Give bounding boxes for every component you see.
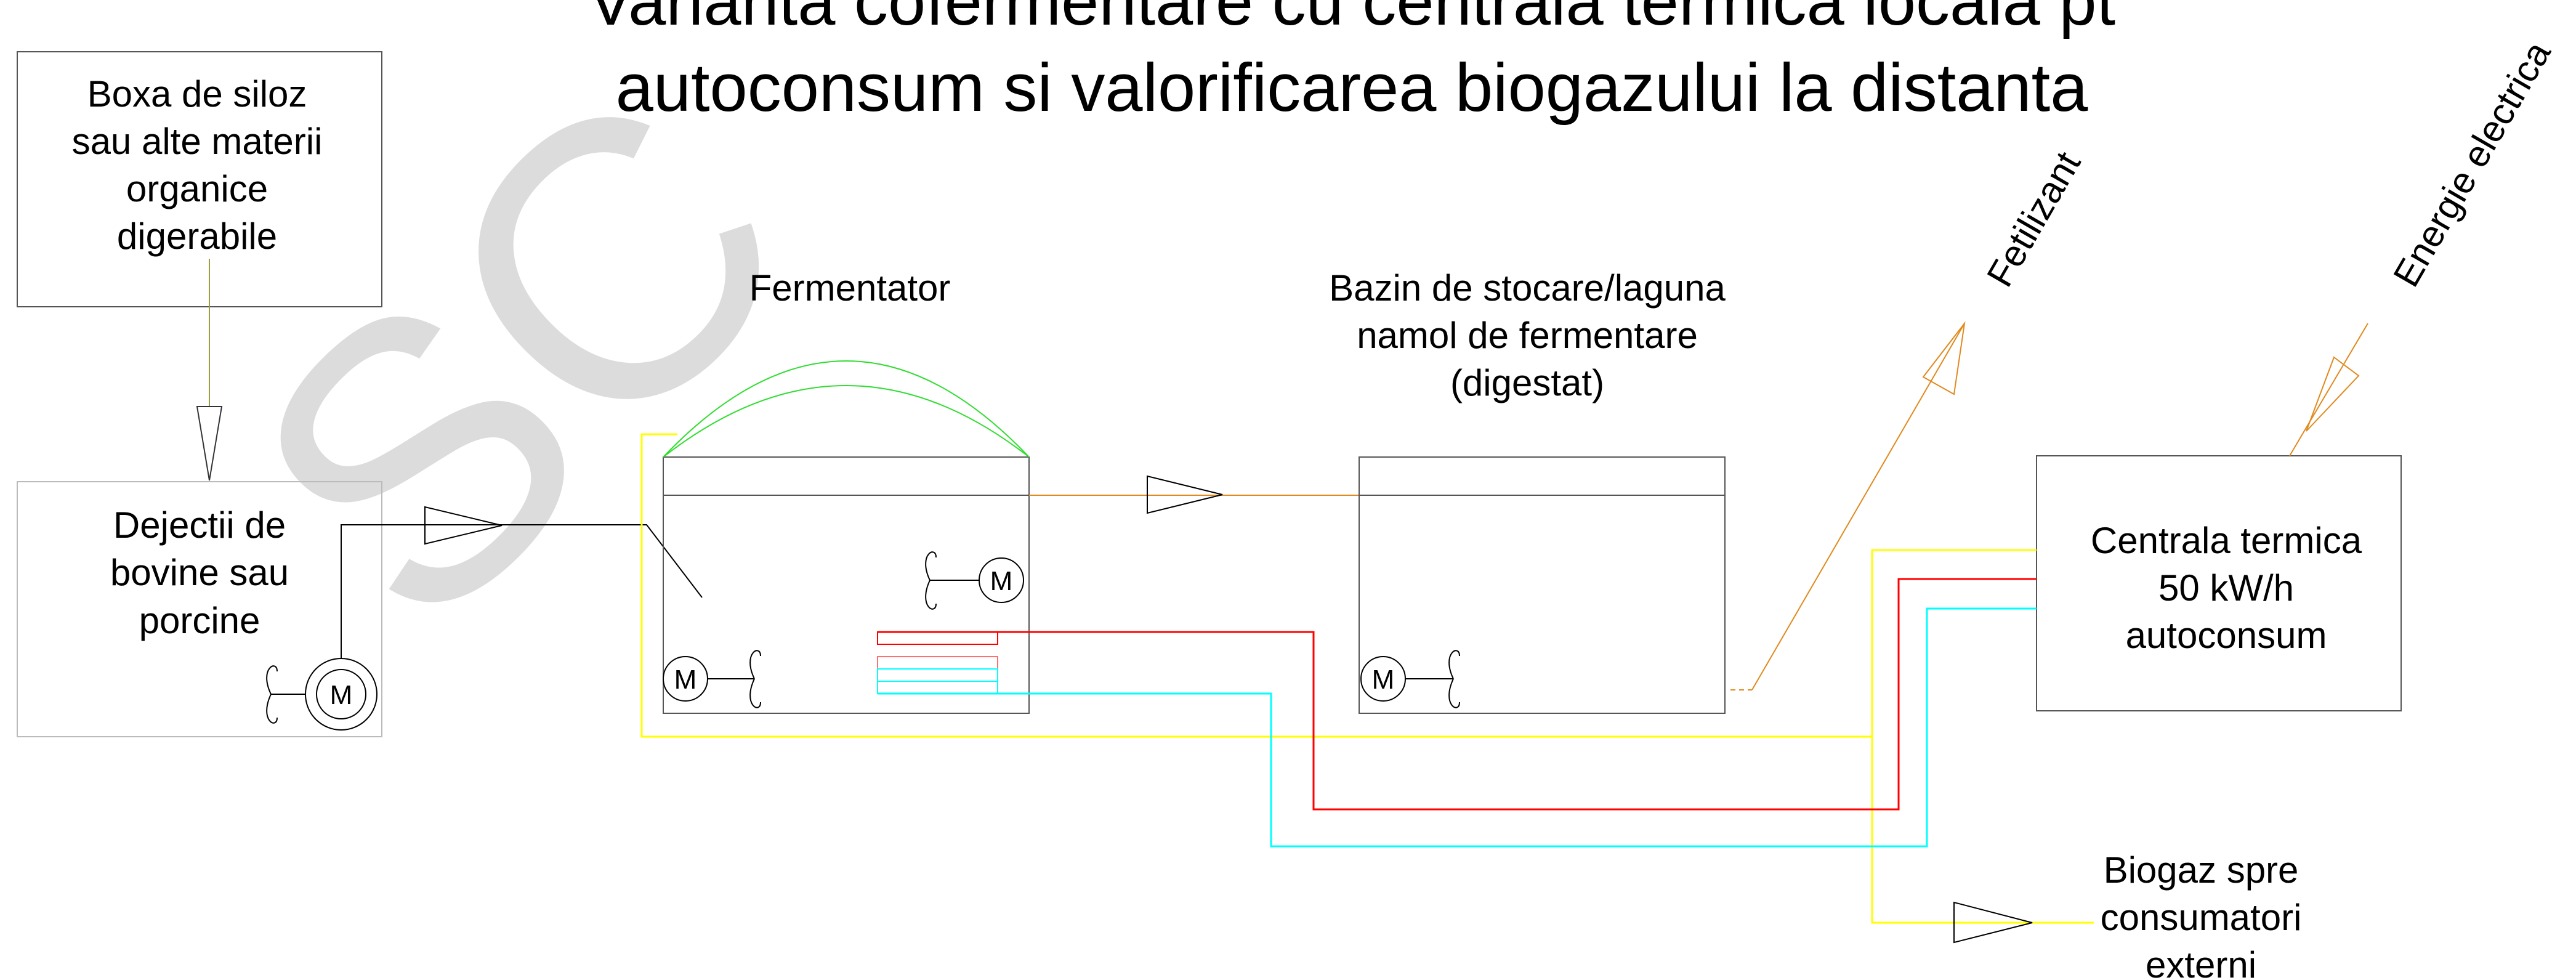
fermenter-dome-outer [663, 360, 1030, 458]
fermenter-top-mixer: M [925, 551, 1024, 610]
manure-motor-inner-circle [316, 669, 366, 719]
heating-coil-red-bottom [877, 656, 998, 670]
silage-feed-arrow [196, 406, 223, 481]
fertilizer-output-line [1751, 323, 1965, 690]
fertilizer-output-arrow [1922, 321, 1966, 395]
manure-label-line2: bovine sau [110, 552, 289, 593]
electricity-input-arrow [2306, 356, 2360, 432]
fermenter-top-propeller-icon [925, 551, 937, 610]
manure-pump-mixer: M [266, 658, 378, 731]
silage-label-line1: Boxa de siloz [87, 73, 307, 115]
fermenter-tank [663, 456, 1030, 714]
silage-label-line4: digerabile [117, 216, 277, 257]
fermenter-dome-inner [663, 385, 1030, 458]
heating-coil-cyan-top [877, 668, 998, 682]
biogas-external-label-line2: consumatori [2101, 897, 2302, 938]
manure-propeller-icon [266, 665, 278, 724]
biogas-line-yellow [640, 433, 2037, 738]
electricity-input-line [2289, 323, 2368, 456]
fermenter-bottom-mixer: M [663, 650, 761, 708]
storage-mixer: M [1360, 650, 1460, 708]
digestate-transfer-arrow [1147, 475, 1223, 514]
diagram-title-line2: autoconsum si valorificarea biogazului l… [616, 50, 2089, 126]
heating-coil-cyan-bottom [877, 681, 998, 694]
heating-plant-box [2036, 455, 2402, 711]
manure-label-line3: porcine [139, 600, 260, 641]
diagram-title-line1: Varianta cofermentare cu centrala termic… [588, 0, 2115, 39]
storage-label-line3: (digestat) [1450, 362, 1604, 403]
manure-feed-arrow [424, 506, 503, 545]
storage-propeller-icon [1448, 650, 1460, 708]
storage-label-line2: namol de fermentare [1357, 315, 1698, 356]
manure-box [17, 481, 382, 737]
biogas-external-label-line3: externi [2146, 944, 2256, 980]
heating-plant-label-line3: autoconsum [2126, 615, 2327, 656]
hot-water-supply-line [878, 578, 2037, 811]
storage-motor-label: M [1372, 665, 1395, 695]
heating-plant-label-line1: Centrala termica [2091, 520, 2362, 561]
biogas-external-label-line1: Biogaz spre [2104, 849, 2299, 891]
silage-label-line3: organice [126, 168, 268, 209]
silage-label-line2: sau alte materii [72, 121, 323, 162]
silage-box [17, 51, 382, 307]
manure-motor-label: M [330, 680, 353, 710]
storage-tank [1359, 456, 1726, 714]
heating-coil-red-top [877, 631, 998, 645]
fermenter-bottom-motor-label: M [674, 665, 697, 695]
fertilizer-label: Fetilizant [1979, 145, 2088, 294]
manure-feed-line [341, 524, 703, 658]
electricity-label: Energie electrica [2385, 34, 2559, 293]
heating-plant-label-line2: 50 kW/h [2158, 567, 2294, 609]
water-return-line [878, 607, 2037, 848]
storage-label-line1: Bazin de stocare/laguna [1329, 267, 1726, 309]
fermenter-label: Fermentator [749, 267, 951, 309]
fermenter-top-motor-label: M [990, 566, 1013, 596]
manure-label-line1: Dejectii de [113, 504, 286, 546]
biogas-external-arrow [1953, 901, 2033, 944]
fermenter-bottom-propeller-icon [749, 650, 761, 708]
biogas-external-line [1871, 737, 2094, 924]
